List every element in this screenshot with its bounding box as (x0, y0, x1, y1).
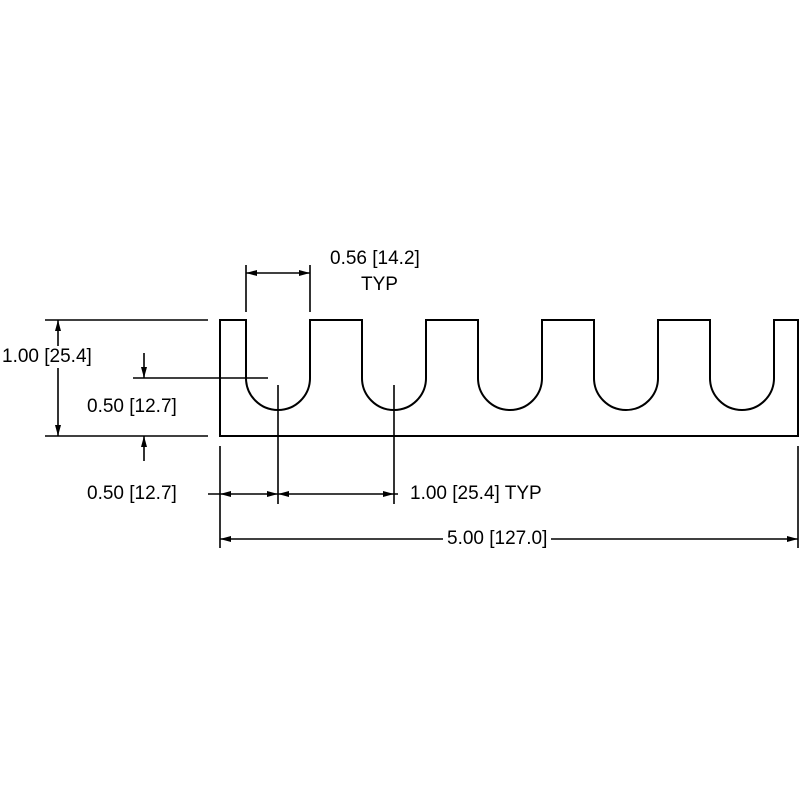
overall-height-dimension (45, 319, 208, 437)
slot-width-label: 0.56 [14.2] (330, 248, 420, 270)
first-slot-offset-label: 0.50 [12.7] (87, 483, 177, 505)
offset-pitch-dimension (208, 446, 398, 548)
part-outline (219, 319, 799, 437)
slot-width-typ-label: TYP (361, 274, 398, 296)
overall-length-label: 5.00 [127.0] (443, 528, 552, 550)
slot-width-dimension (245, 265, 311, 312)
slot-depth-dimension (133, 353, 268, 461)
slot-pitch-label: 1.00 [25.4] TYP (410, 483, 542, 505)
overall-height-label: 1.00 [25.4] (2, 346, 92, 368)
slot-depth-label: 0.50 [12.7] (87, 396, 177, 418)
